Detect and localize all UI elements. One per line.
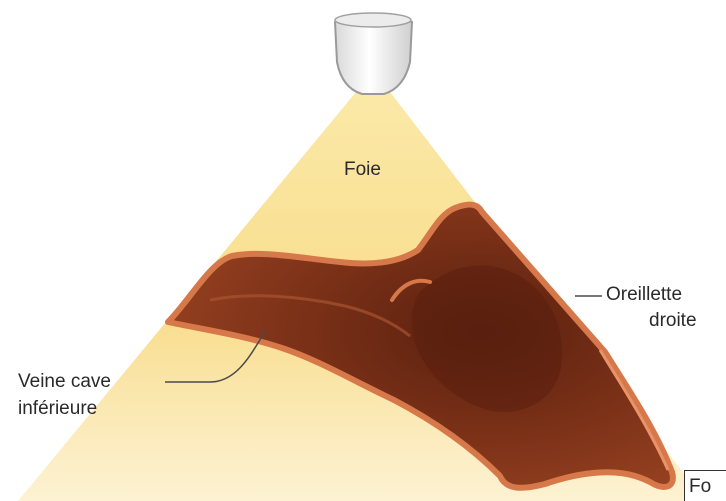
label-droite: droite (649, 309, 697, 333)
label-inferieure: inférieure (18, 397, 97, 421)
ultrasound-probe-icon (335, 13, 412, 94)
corner-label-box: Fo (684, 470, 726, 501)
label-foie: Foie (344, 158, 381, 182)
label-veine-cave: Veine cave (18, 370, 111, 394)
corner-label-text: Fo (689, 476, 711, 498)
label-oreillette: Oreillette (606, 283, 682, 307)
